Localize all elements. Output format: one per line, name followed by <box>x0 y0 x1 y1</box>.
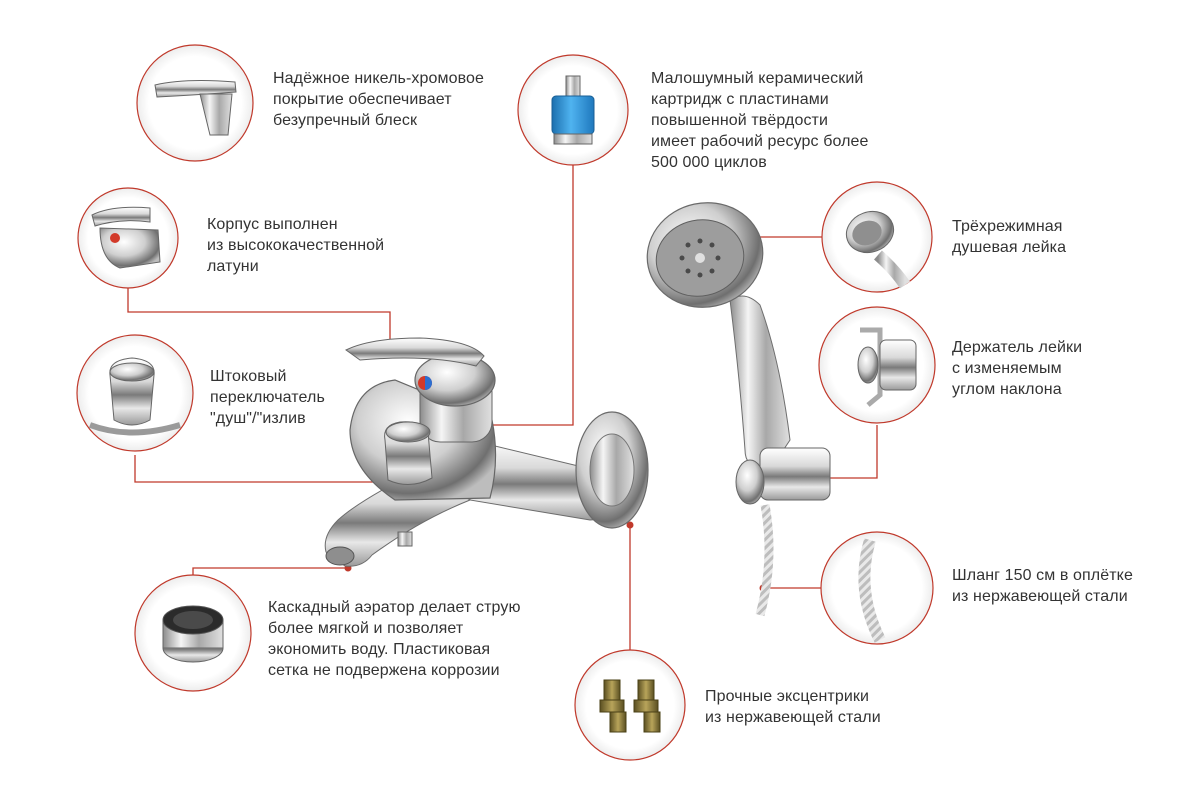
bath-faucet-icon <box>324 337 649 567</box>
feature-circle-switch <box>76 334 194 452</box>
shower-holder-icon <box>857 327 917 407</box>
feature-circle-coating <box>136 44 254 162</box>
line-body <box>127 285 391 345</box>
label-showerhead: Трёхрежимная душевая лейка <box>952 218 1067 256</box>
brass-body-icon <box>91 206 161 269</box>
chrome-handle-icon <box>154 80 237 136</box>
eccentric-fittings-icon <box>599 679 661 733</box>
label-hose: Шланг 150 см в оплётке из нержавеющей ст… <box>952 567 1133 605</box>
feature-circle-showerhead <box>821 181 933 293</box>
diverter-knob-icon <box>88 357 181 436</box>
shower-head-icon <box>845 210 910 289</box>
aerator-icon <box>162 605 224 663</box>
feature-circle-holder <box>818 306 936 424</box>
feature-circle-eccentrics <box>574 649 686 761</box>
label-eccentrics: Прочные эксцентрики из нержавеющей стали <box>705 688 881 726</box>
line-switch <box>134 455 402 483</box>
label-coating: Надёжное никель-хромовое покрытие обеспе… <box>273 70 485 129</box>
feature-circle-cartridge <box>517 54 629 166</box>
feature-circle-aerator <box>134 574 252 692</box>
feature-circle-hose <box>820 531 934 645</box>
feature-circles <box>76 44 936 761</box>
shower-set-icon <box>646 202 831 617</box>
feature-circle-body <box>77 187 179 289</box>
braided-hose-icon <box>858 538 886 643</box>
label-aerator: Каскадный аэратор делает струю более мяг… <box>268 599 521 679</box>
label-cartridge: Малошумный керамический картридж с пласт… <box>651 70 869 171</box>
ceramic-cartridge-icon <box>551 75 595 145</box>
label-holder: Держатель лейки с изменяемым углом накло… <box>952 339 1083 398</box>
dot-eccentrics <box>626 521 634 529</box>
label-body: Корпус выполнен из высококачественной ла… <box>207 216 385 275</box>
label-switch: Штоковый переключатель "душ"/"излив <box>210 368 325 427</box>
